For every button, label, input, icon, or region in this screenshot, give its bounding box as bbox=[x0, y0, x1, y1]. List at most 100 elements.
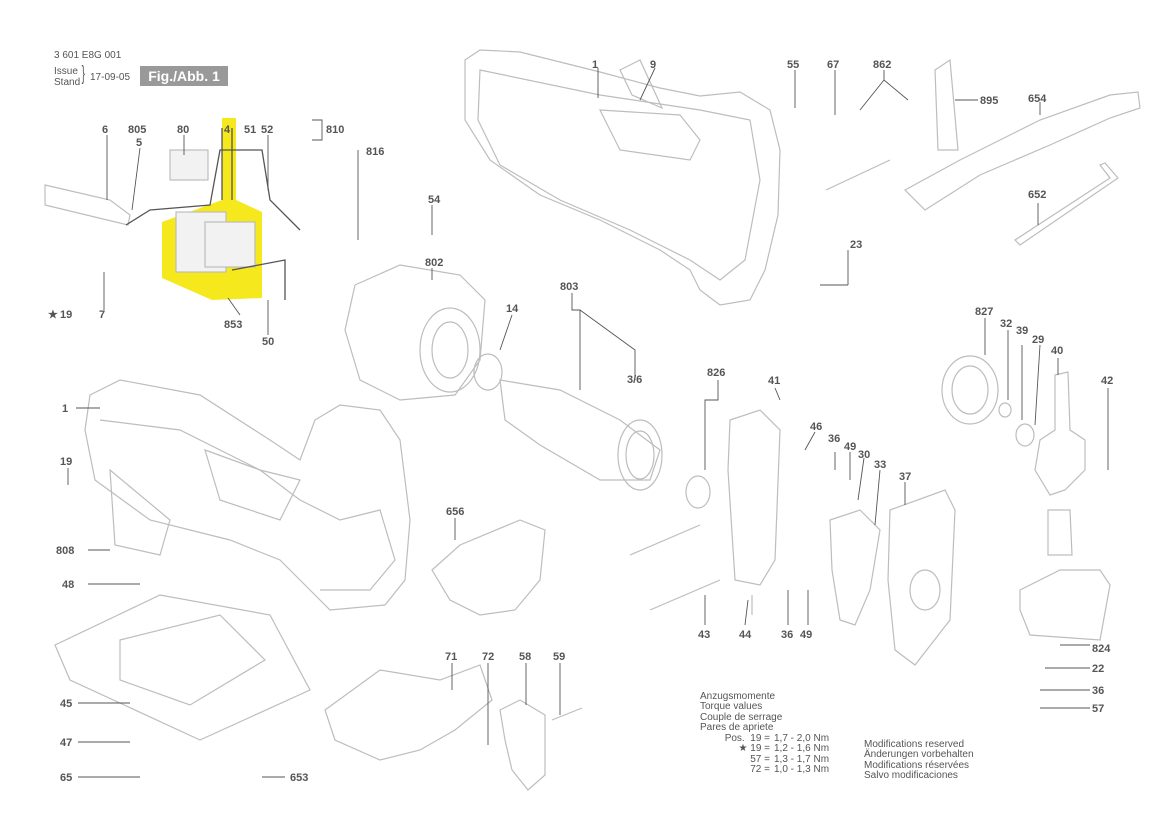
label-36-right: 36 bbox=[1092, 685, 1104, 697]
label-49-upper: 49 bbox=[844, 441, 856, 453]
hex-key bbox=[1014, 162, 1119, 246]
torque-values: 1,7 - 2,0 Nm 1,2 - 1,6 Nm 1,3 - 1,7 Nm 1… bbox=[774, 733, 830, 776]
torque-pos-star19: ★ 19 = bbox=[738, 743, 770, 755]
label-58: 58 bbox=[519, 651, 531, 663]
torque-pos-72: 72 = bbox=[750, 764, 770, 776]
torque-title-de: Anzugsmomente bbox=[700, 691, 776, 702]
gear-assembly bbox=[941, 355, 1111, 641]
label-41: 41 bbox=[768, 375, 780, 387]
label-3-6: 3/6 bbox=[627, 374, 642, 386]
part-labels: 1 9 55 67 862 895 654 6 805 5 80 4 51 52… bbox=[48, 59, 1113, 784]
torque-val-star19: 1,2 - 1,6 Nm bbox=[774, 743, 830, 755]
label-57: 57 bbox=[1092, 703, 1104, 715]
issue-label: Issue bbox=[54, 66, 78, 77]
label-805: 805 bbox=[128, 124, 146, 136]
label-67: 67 bbox=[827, 59, 839, 71]
label-895: 895 bbox=[980, 95, 998, 107]
label-star-19: ★ bbox=[48, 309, 58, 321]
label-656: 656 bbox=[446, 506, 464, 518]
label-43: 43 bbox=[698, 629, 710, 641]
torque-val-19: 1,7 - 2,0 Nm bbox=[774, 733, 830, 744]
label-32: 32 bbox=[1000, 318, 1012, 330]
label-65: 65 bbox=[60, 772, 72, 784]
bracket-58 bbox=[499, 699, 546, 791]
glue-tube bbox=[934, 58, 959, 151]
label-45: 45 bbox=[60, 698, 72, 710]
label-48: 48 bbox=[62, 579, 74, 591]
label-50: 50 bbox=[262, 336, 274, 348]
label-4: 4 bbox=[224, 124, 231, 136]
label-853: 853 bbox=[224, 319, 242, 331]
label-816: 816 bbox=[366, 146, 384, 158]
label-40: 40 bbox=[1051, 345, 1063, 357]
label-14: 14 bbox=[506, 303, 519, 315]
label-7: 7 bbox=[99, 309, 105, 321]
modification-fr: Modifications réservées bbox=[864, 759, 970, 771]
guard-656 bbox=[431, 519, 546, 616]
label-47: 47 bbox=[60, 737, 72, 749]
label-19: 19 bbox=[60, 456, 72, 468]
label-39: 39 bbox=[1016, 325, 1028, 337]
stand-label: Stand bbox=[54, 77, 81, 88]
label-54: 54 bbox=[428, 194, 441, 206]
label-36-upper: 36 bbox=[828, 433, 840, 445]
label-827: 827 bbox=[975, 306, 993, 318]
pins bbox=[551, 159, 891, 721]
label-37: 37 bbox=[899, 471, 911, 483]
label-72: 72 bbox=[482, 651, 494, 663]
label-42: 42 bbox=[1101, 375, 1113, 387]
label-1-lower: 1 bbox=[62, 403, 68, 415]
lever-71 bbox=[324, 664, 493, 761]
gear-housing bbox=[727, 409, 956, 666]
label-862: 862 bbox=[873, 59, 891, 71]
wiring bbox=[125, 128, 301, 300]
armature bbox=[473, 353, 711, 509]
label-19-star: 19 bbox=[60, 309, 72, 321]
torque-title-es: Pares de apriete bbox=[700, 722, 774, 734]
leader-lines bbox=[67, 67, 1109, 778]
rail bbox=[44, 184, 131, 226]
torque-val-57: 1,3 - 1,7 Nm bbox=[774, 753, 830, 765]
label-55: 55 bbox=[787, 59, 799, 71]
label-59: 59 bbox=[553, 651, 565, 663]
brace: } bbox=[81, 63, 86, 85]
part-number: 3 601 E8G 001 bbox=[54, 50, 122, 61]
torque-title-fr: Couple de serrage bbox=[700, 711, 783, 723]
label-29: 29 bbox=[1032, 334, 1044, 346]
label-49-lower: 49 bbox=[800, 629, 812, 641]
torque-pos-57: 57 = bbox=[750, 753, 770, 765]
torque-title-en: Torque values bbox=[700, 701, 763, 713]
label-653: 653 bbox=[290, 772, 308, 784]
label-23: 23 bbox=[850, 239, 862, 251]
label-654: 654 bbox=[1028, 93, 1047, 105]
modification-es: Salvo modificaciones bbox=[864, 770, 958, 782]
label-826: 826 bbox=[707, 367, 725, 379]
housing-half-top bbox=[464, 49, 781, 306]
modification-en: Modifications reserved bbox=[864, 739, 965, 750]
label-808: 808 bbox=[56, 545, 74, 557]
label-6: 6 bbox=[102, 124, 108, 136]
label-33: 33 bbox=[874, 459, 886, 471]
label-44: 44 bbox=[739, 629, 752, 641]
switch-assembly bbox=[169, 149, 256, 273]
modifications-note: Modifications reserved Änderungen vorbeh… bbox=[864, 739, 974, 782]
label-5: 5 bbox=[136, 137, 142, 149]
torque-pos-19: Pos. 19 = bbox=[724, 733, 770, 744]
torque-val-72: 1,0 - 1,3 Nm bbox=[774, 764, 830, 776]
modification-de: Änderungen vorbehalten bbox=[864, 749, 974, 761]
label-80: 80 bbox=[177, 124, 189, 136]
motor-stator bbox=[344, 264, 486, 401]
figure-box: Fig./Abb. 1 bbox=[140, 66, 228, 86]
label-9: 9 bbox=[650, 59, 656, 71]
label-52: 52 bbox=[261, 124, 273, 136]
issue-date: 17-09-05 bbox=[90, 72, 131, 83]
label-36-lower: 36 bbox=[781, 629, 793, 641]
label-30: 30 bbox=[858, 449, 870, 461]
label-1: 1 bbox=[592, 59, 598, 71]
label-22: 22 bbox=[1092, 663, 1104, 675]
label-71: 71 bbox=[445, 651, 457, 663]
label-810: 810 bbox=[326, 124, 344, 136]
highlight-region bbox=[162, 118, 262, 300]
